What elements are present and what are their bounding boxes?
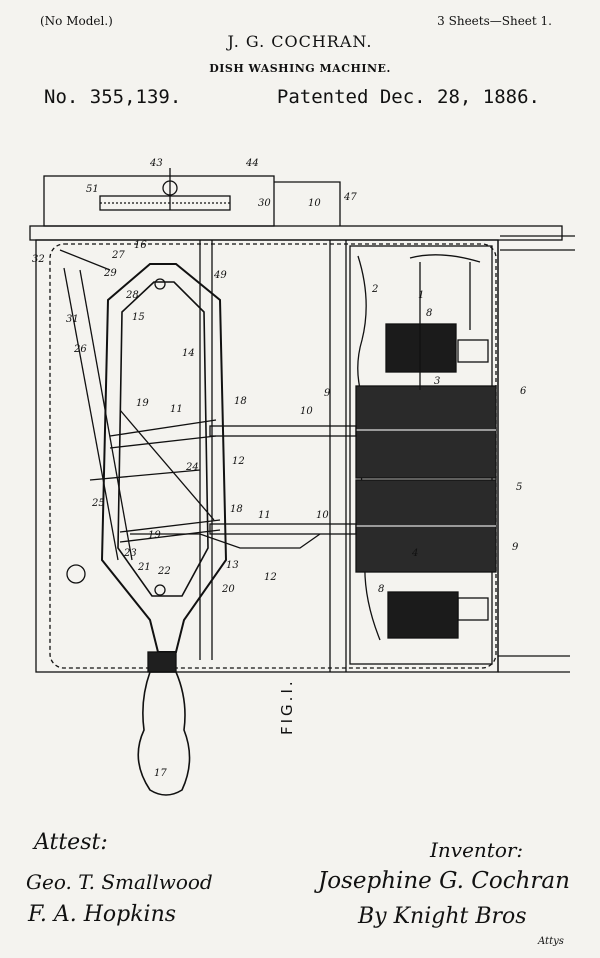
wash-tank-cutaway — [349, 245, 497, 665]
svg-text:4: 4 — [411, 548, 418, 559]
svg-text:2: 2 — [371, 284, 378, 295]
witness-signature-1: Geo. T. Smallwood — [26, 870, 213, 894]
attorney-signature: By Knight Bros — [358, 904, 527, 929]
attest-label: Attest: — [34, 830, 108, 855]
svg-text:19: 19 — [136, 398, 149, 409]
svg-text:15: 15 — [132, 312, 145, 323]
svg-text:49: 49 — [213, 270, 227, 281]
svg-text:3: 3 — [434, 376, 440, 387]
svg-text:11: 11 — [170, 404, 183, 415]
svg-text:43: 43 — [149, 158, 163, 169]
handle-lever-frame — [100, 263, 228, 796]
svg-text:10: 10 — [300, 406, 313, 417]
svg-text:31: 31 — [66, 314, 79, 325]
svg-text:18: 18 — [230, 504, 243, 515]
svg-text:5: 5 — [516, 482, 522, 493]
svg-text:8: 8 — [426, 308, 432, 319]
gear-racks — [59, 249, 221, 596]
svg-text:11: 11 — [258, 510, 271, 521]
svg-text:23: 23 — [123, 548, 137, 559]
drive-shafts — [130, 240, 357, 660]
witness-signature-2: F. A. Hopkins — [28, 902, 177, 927]
svg-text:27: 27 — [111, 250, 125, 261]
svg-text:26: 26 — [73, 344, 87, 355]
svg-text:19: 19 — [148, 530, 161, 541]
svg-text:12: 12 — [264, 572, 277, 583]
svg-text:47: 47 — [343, 192, 357, 203]
reference-numerals: 1 2 3 4 5 6 8 8 9 9 10 10 10 11 11 12 12… — [32, 158, 527, 779]
svg-text:18: 18 — [234, 396, 247, 407]
inventor-heading: J. G. COCHRAN. — [227, 32, 373, 51]
patent-number: No. 355,139. — [44, 86, 182, 108]
svg-text:20: 20 — [221, 584, 235, 595]
gear-housing — [43, 168, 341, 227]
svg-text:51: 51 — [86, 184, 99, 195]
svg-text:9: 9 — [512, 542, 519, 553]
no-model-note: (No Model.) — [40, 14, 113, 28]
attorneys-label: Attys — [538, 936, 564, 947]
inventor-signature: Josephine G. Cochran — [318, 868, 570, 894]
svg-text:16: 16 — [134, 240, 147, 251]
svg-text:25: 25 — [91, 498, 105, 509]
svg-text:10: 10 — [308, 198, 321, 209]
svg-text:28: 28 — [125, 290, 139, 301]
svg-text:21: 21 — [137, 562, 151, 573]
svg-text:24: 24 — [185, 462, 199, 473]
svg-text:13: 13 — [226, 560, 239, 571]
svg-text:32: 32 — [32, 254, 45, 265]
svg-text:8: 8 — [378, 584, 384, 595]
figure-label: FIG.I. — [278, 678, 296, 735]
svg-text:1: 1 — [418, 290, 424, 301]
svg-text:14: 14 — [182, 348, 195, 359]
sheet-indicator: 3 Sheets—Sheet 1. — [437, 14, 552, 28]
svg-text:44: 44 — [245, 158, 259, 169]
patent-date: Patented Dec. 28, 1886. — [276, 86, 540, 108]
svg-text:22: 22 — [157, 566, 171, 577]
svg-text:30: 30 — [258, 198, 271, 209]
svg-text:10: 10 — [316, 510, 329, 521]
svg-text:9: 9 — [324, 388, 331, 399]
svg-text:29: 29 — [103, 268, 117, 279]
svg-text:17: 17 — [154, 768, 167, 779]
svg-text:12: 12 — [232, 456, 245, 467]
invention-title: DISH WASHING MACHINE. — [209, 62, 391, 75]
svg-text:6: 6 — [520, 386, 527, 397]
inventor-label: Inventor: — [430, 838, 524, 862]
